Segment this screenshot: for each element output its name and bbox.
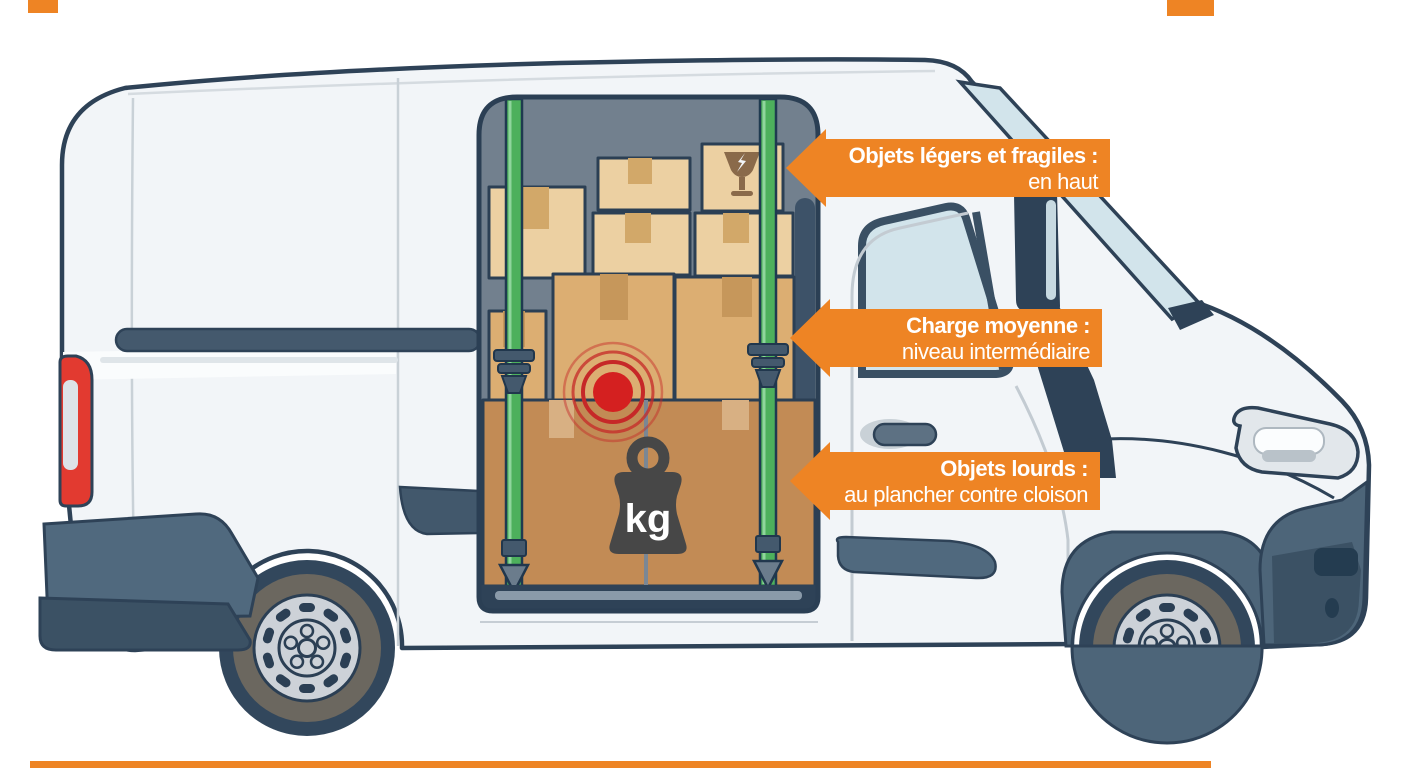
cowl-panel	[1168, 300, 1214, 330]
callout-heavy-load: Objets lourds : au plancher contre clois…	[790, 442, 1100, 520]
frame-bar-bottom	[30, 761, 1211, 768]
side-molding-bar	[114, 327, 482, 353]
box-tape	[625, 213, 651, 243]
callout-title: Objets lourds :	[940, 455, 1088, 481]
door-handle	[860, 419, 938, 449]
fragile-glass-icon	[724, 152, 760, 196]
strap-arrow-icon	[751, 559, 785, 591]
cargo-opening-frame	[476, 94, 821, 614]
callout-arrow-left-icon	[790, 299, 830, 377]
box-tape	[723, 213, 749, 243]
side-mirror	[1012, 181, 1060, 317]
weight-kg-label: kg	[625, 497, 672, 541]
callout-subtitle: au plancher contre cloison	[844, 481, 1088, 507]
weight-kg-icon: kg	[609, 436, 687, 554]
box-light	[591, 211, 692, 277]
sliding-door-rail-cover	[398, 485, 480, 536]
callout-arrow-left-icon	[790, 442, 830, 520]
callout-arrow-left-icon	[786, 129, 826, 207]
box-tape	[523, 187, 549, 229]
strap-arrow-icon	[497, 563, 531, 595]
box-tape	[628, 158, 652, 184]
door-sill	[479, 585, 818, 611]
roof-gutter-line	[127, 69, 936, 96]
ratchet-buckle-icon	[747, 343, 789, 388]
tail-light-lens	[63, 380, 78, 470]
fog-light-slot	[1314, 548, 1358, 576]
rear-bumper	[42, 512, 260, 622]
ratchet-buckle-icon	[493, 349, 535, 394]
callout-light-fragile: Objets légers et fragiles : en haut	[786, 129, 1110, 207]
cargo-area: kg	[479, 97, 818, 611]
box-tape	[722, 400, 749, 430]
side-molding-underline	[100, 357, 398, 363]
rear-bumper-lower	[38, 596, 252, 652]
mirror-glass	[1046, 200, 1056, 300]
pressure-point-icon	[562, 341, 664, 443]
callout-medium-load: Charge moyenne : niveau intermédiaire	[790, 299, 1102, 377]
box-tape	[600, 274, 628, 320]
box-tape	[722, 277, 752, 317]
tie-down-strap-right	[747, 97, 789, 591]
headlight	[1232, 405, 1360, 480]
callout-title: Objets légers et fragiles :	[848, 142, 1099, 168]
bumper-vent-slot	[1325, 598, 1339, 618]
door-step-molding	[835, 535, 997, 580]
callout-subtitle: en haut	[1028, 168, 1098, 194]
frame-mark-top-left	[28, 0, 58, 13]
callout-title: Charge moyenne :	[906, 312, 1090, 338]
callout-subtitle: niveau intermédiaire	[901, 338, 1091, 364]
crack-bolt-icon	[737, 153, 746, 172]
hood-crease	[1087, 437, 1335, 500]
frame-mark-top-right	[1167, 0, 1214, 16]
box-tape	[549, 400, 574, 438]
